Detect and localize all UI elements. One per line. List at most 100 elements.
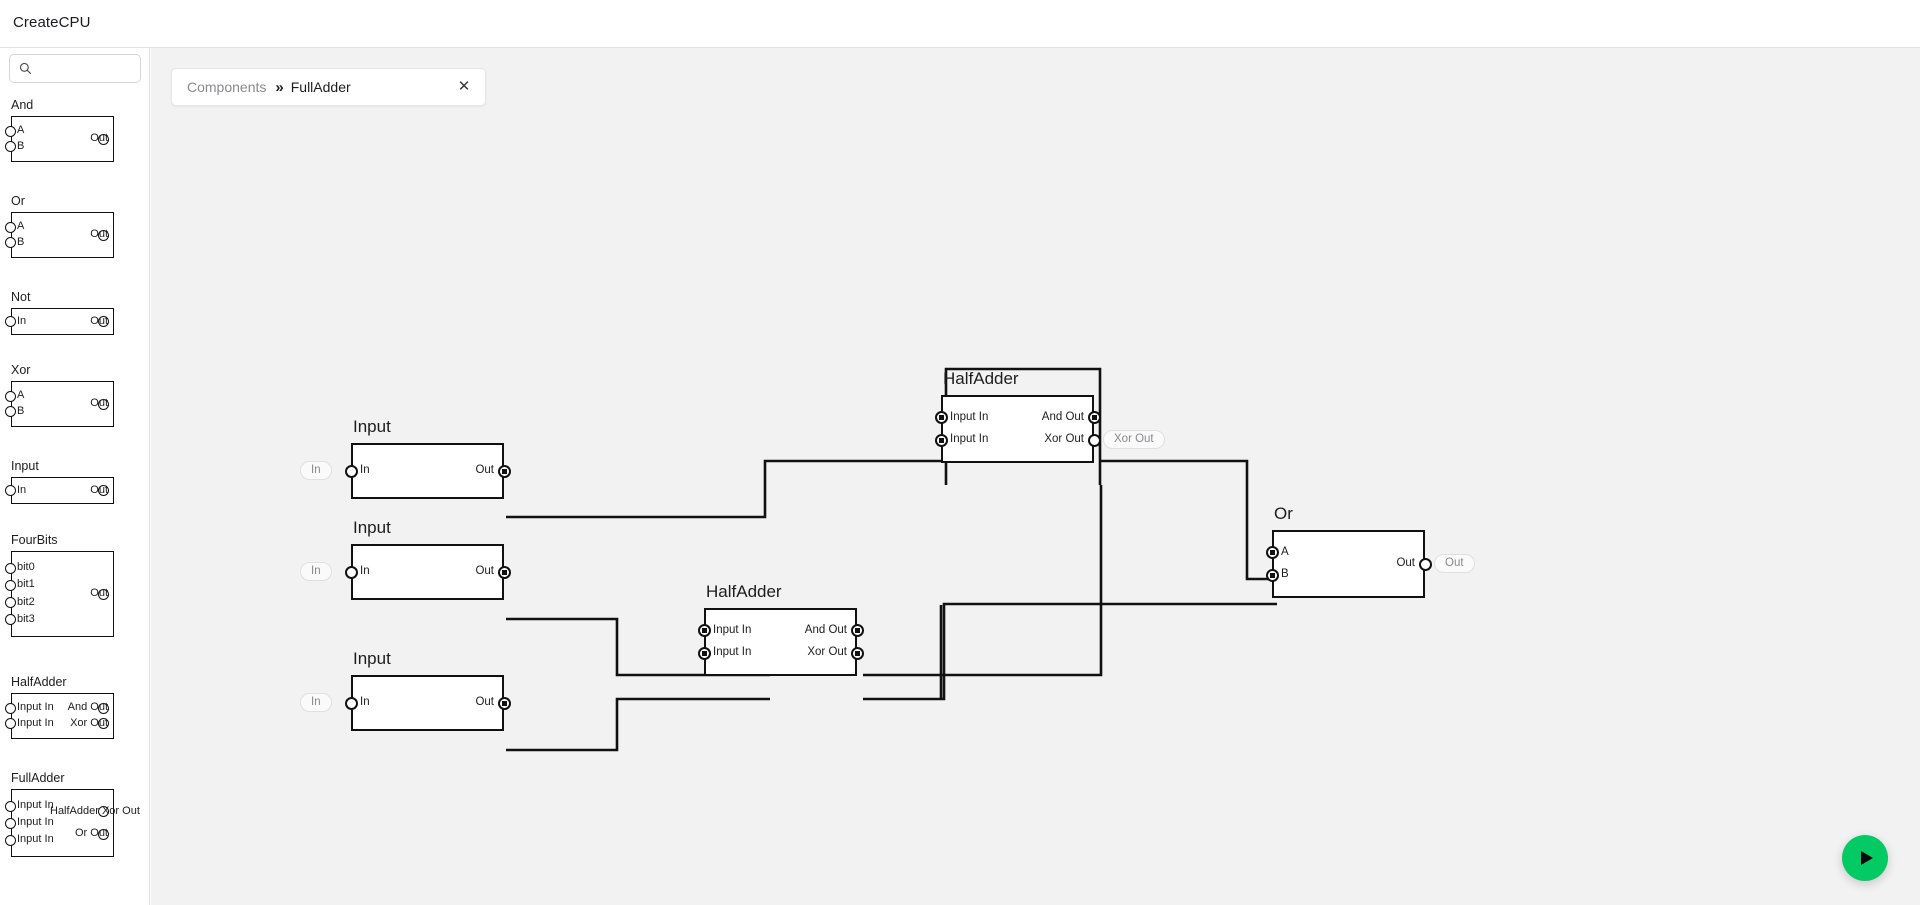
node-port-badge: In	[300, 693, 332, 712]
tab-bar: Components » FullAdder ✕	[171, 68, 486, 106]
sidebar-input-port-label: B	[17, 235, 25, 248]
sidebar-input-port[interactable]	[5, 406, 16, 418]
node-port-badge: Out	[1434, 554, 1475, 573]
sidebar-output-port[interactable]	[98, 828, 109, 840]
sidebar-input-port[interactable]	[5, 316, 16, 327]
sidebar-input-port-label: In	[17, 483, 27, 496]
sidebar-component-title: FourBits	[11, 533, 58, 547]
node-output-port[interactable]	[850, 624, 864, 638]
breadcrumb-root[interactable]: Components	[187, 79, 267, 95]
node-input-port[interactable]	[697, 646, 711, 660]
canvas-node-title: Input	[353, 417, 391, 436]
wire	[506, 697, 770, 752]
close-icon[interactable]: ✕	[457, 78, 471, 95]
breadcrumb-separator-icon: »	[275, 78, 283, 96]
canvas-node-box	[351, 675, 504, 731]
node-output-port[interactable]	[1418, 557, 1432, 571]
node-input-port[interactable]	[344, 464, 358, 478]
sidebar-input-port-label: A	[17, 389, 25, 402]
sidebar-output-port-label: Out	[90, 228, 108, 240]
sidebar-component-box	[11, 212, 114, 258]
sidebar-input-port-label: Input In	[17, 716, 54, 729]
tab-fulladder[interactable]: Components » FullAdder ✕	[171, 68, 486, 106]
sidebar-input-port-label: bit0	[17, 561, 35, 574]
sidebar-component-title: Not	[11, 290, 31, 304]
wire	[863, 602, 1277, 701]
sidebar-input-port-label: A	[17, 124, 25, 137]
node-port-badge: In	[300, 461, 332, 480]
sidebar-input-port[interactable]	[5, 485, 16, 496]
sidebar-component-title: Input	[11, 459, 39, 473]
wire	[863, 485, 1103, 677]
node-output-port-label: Out	[475, 565, 494, 577]
sidebar-output-port[interactable]	[98, 316, 109, 327]
sidebar-input-port[interactable]	[5, 718, 16, 730]
wire	[1100, 459, 1277, 581]
sidebar-output-port-label: Out	[90, 132, 108, 144]
search-input[interactable]	[40, 55, 138, 82]
sidebar-component-box	[11, 789, 114, 857]
node-input-port[interactable]	[934, 411, 948, 425]
sidebar-input-port[interactable]	[5, 390, 16, 402]
sidebar-output-port[interactable]	[98, 806, 109, 818]
node-input-port[interactable]	[697, 624, 711, 638]
search-box[interactable]	[9, 54, 141, 83]
sidebar-input-port[interactable]	[5, 834, 16, 846]
sidebar-input-port[interactable]	[5, 141, 16, 153]
node-output-port-label: Out	[475, 696, 494, 708]
run-simulation-button[interactable]	[1842, 835, 1888, 881]
breadcrumb-leaf: FullAdder	[290, 79, 351, 95]
sidebar-output-port-label: HalfAdder Xor Out	[50, 804, 140, 817]
sidebar-output-port[interactable]	[98, 702, 109, 714]
node-output-port[interactable]	[497, 696, 511, 710]
node-output-port[interactable]	[850, 646, 864, 660]
sidebar-component-box	[11, 116, 114, 162]
sidebar-component-box	[11, 693, 114, 739]
sidebar-input-port[interactable]	[5, 125, 16, 137]
sidebar-input-port[interactable]	[5, 237, 16, 249]
node-input-port[interactable]	[1265, 568, 1279, 582]
sidebar-component-title: Or	[11, 194, 25, 208]
sidebar-output-port[interactable]	[98, 229, 109, 241]
sidebar-output-port[interactable]	[98, 718, 109, 730]
play-icon	[1861, 851, 1873, 865]
sidebar-input-port-label: Input In	[17, 799, 54, 811]
node-input-port-label: Input In	[713, 623, 752, 636]
sidebar-output-port[interactable]	[98, 588, 109, 600]
sidebar-input-port[interactable]	[5, 817, 16, 829]
node-input-port[interactable]	[1265, 546, 1279, 560]
canvas-node-title: HalfAdder	[943, 369, 1019, 388]
sidebar-input-port[interactable]	[5, 221, 16, 233]
node-input-port-label: In	[360, 464, 370, 476]
node-input-port-label: In	[360, 696, 370, 708]
sidebar-input-port[interactable]	[5, 614, 16, 626]
node-output-port[interactable]	[497, 565, 511, 579]
sidebar-output-port[interactable]	[98, 133, 109, 145]
sidebar-component-title: FullAdder	[11, 771, 65, 785]
node-input-port[interactable]	[344, 696, 358, 710]
sidebar-output-port[interactable]	[98, 398, 109, 410]
sidebar-output-port[interactable]	[98, 485, 109, 496]
node-output-port[interactable]	[1087, 433, 1101, 447]
sidebar-input-port-label: bit3	[17, 612, 35, 625]
node-output-port[interactable]	[497, 464, 511, 478]
node-input-port[interactable]	[344, 565, 358, 579]
node-output-port[interactable]	[1087, 411, 1101, 425]
node-input-port[interactable]	[934, 433, 948, 447]
sidebar-input-port[interactable]	[5, 597, 16, 609]
node-output-port-label: And Out	[1041, 410, 1084, 423]
sidebar-output-port-label: Or Out	[74, 827, 108, 840]
search-icon	[19, 62, 32, 75]
sidebar-input-port[interactable]	[5, 562, 16, 574]
sidebar-input-port[interactable]	[5, 702, 16, 714]
sidebar-input-port[interactable]	[5, 800, 16, 812]
sidebar-input-port[interactable]	[5, 579, 16, 591]
